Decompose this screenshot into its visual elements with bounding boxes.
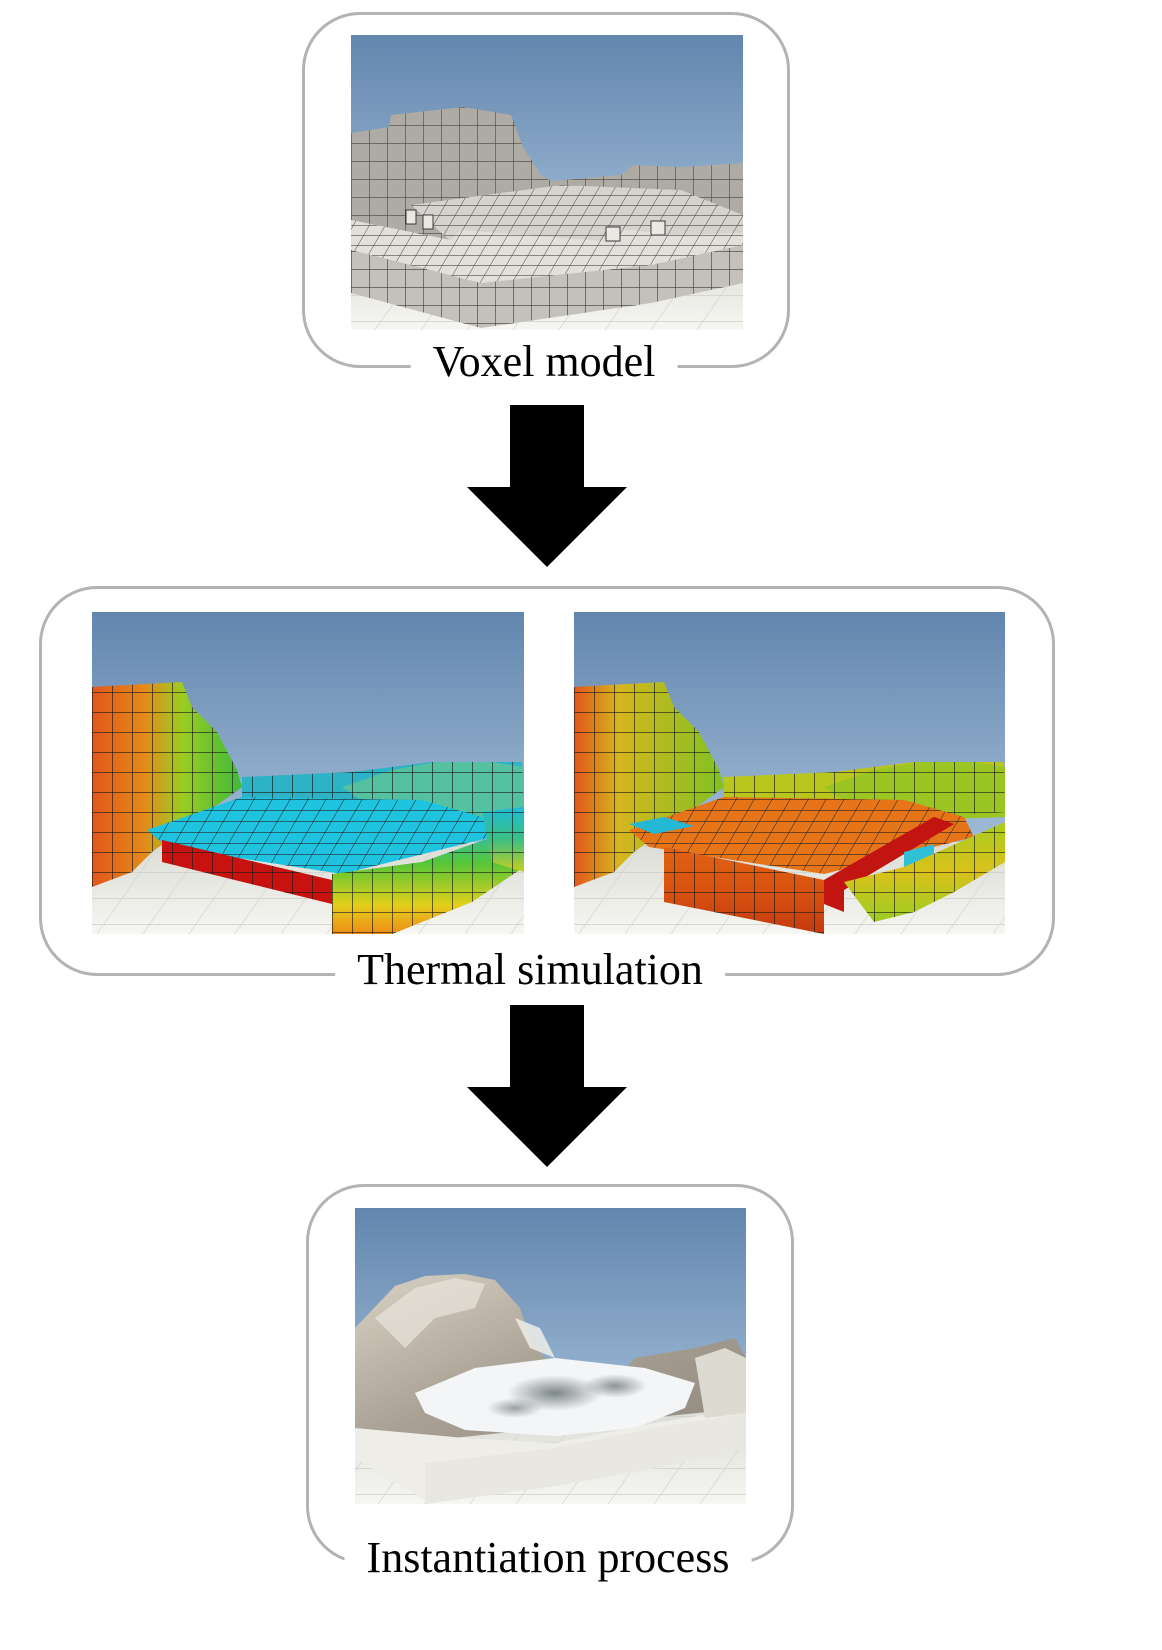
- stage-label-instantiation-process: Instantiation process: [344, 1532, 752, 1584]
- thermal-simulation-image-left: [92, 612, 524, 934]
- stage-label-thermal-simulation: Thermal simulation: [335, 944, 725, 996]
- instantiation-process-image: [355, 1208, 746, 1504]
- thermal-simulation-image-right: [574, 612, 1005, 934]
- voxel-model-image: [351, 35, 743, 330]
- down-arrow-icon: [467, 405, 627, 567]
- stage-label-voxel-model: Voxel model: [410, 336, 678, 388]
- down-arrow-icon: [467, 1005, 627, 1167]
